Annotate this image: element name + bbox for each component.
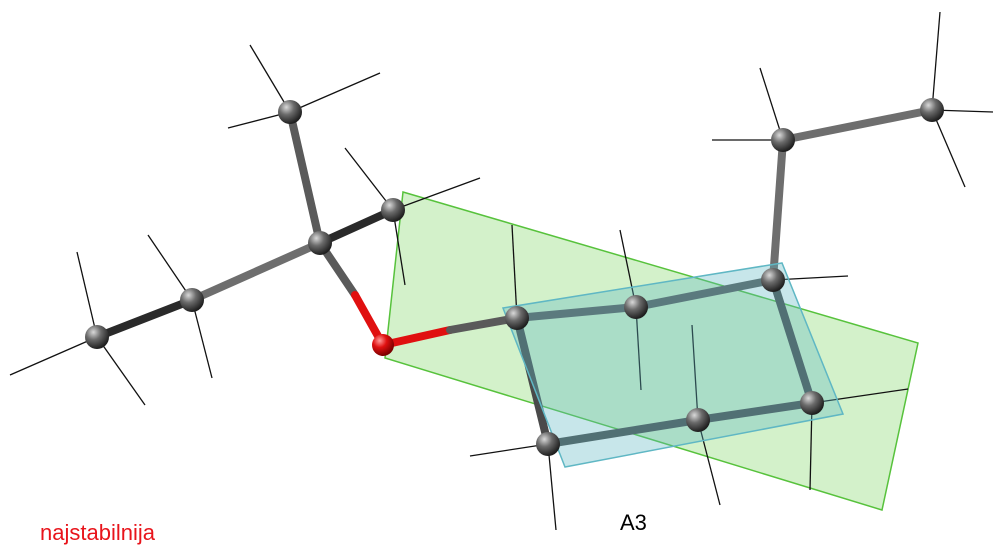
carbon-atom — [85, 325, 109, 349]
carbon-atom — [536, 432, 560, 456]
carbon-atom — [505, 306, 529, 330]
oxygen-atom — [372, 334, 394, 356]
carbon-atom — [920, 98, 944, 122]
carbon-atom — [624, 295, 648, 319]
carbon-atom — [180, 288, 204, 312]
stability-label: najstabilnija — [40, 520, 155, 545]
carbon-atom — [381, 198, 405, 222]
carbon-atom — [771, 128, 795, 152]
carbon-atom — [800, 391, 824, 415]
carbon-atom — [308, 231, 332, 255]
carbon-atom — [761, 268, 785, 292]
carbon-atom — [278, 100, 302, 124]
carbon-atoms — [85, 98, 944, 456]
hydrogen-bonds — [9, 11, 993, 531]
carbon-atom — [686, 408, 710, 432]
cyan-plane — [501, 262, 845, 468]
conformer-label: A3 — [620, 510, 647, 535]
carbon-bonds — [93, 106, 936, 448]
green-plane — [384, 191, 919, 511]
